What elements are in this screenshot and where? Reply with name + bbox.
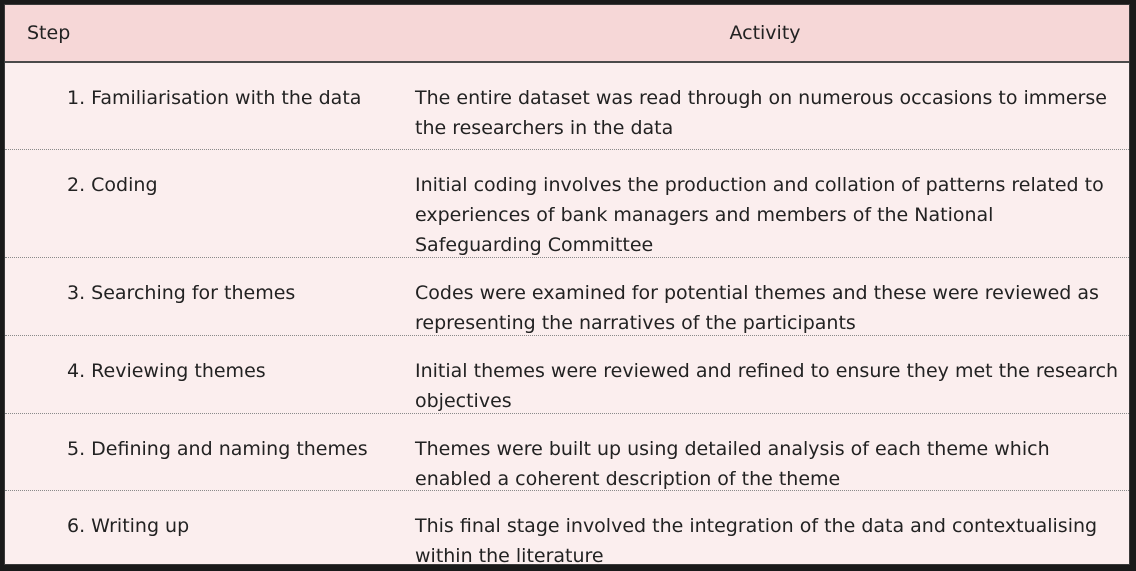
column-header-step: Step (27, 22, 71, 44)
table-header: Step Activity (5, 5, 1129, 63)
step-cell: 4. Reviewing themes (67, 360, 266, 382)
column-header-activity: Activity (729, 22, 801, 44)
table-row: 6. Writing up This final stage involved … (5, 491, 1129, 567)
activity-cell: The entire dataset was read through on n… (415, 87, 1107, 139)
step-cell: 2. Coding (67, 174, 158, 196)
table-row: 3. Searching for themes Codes were exami… (5, 258, 1129, 336)
activity-cell: Themes were built up using detailed anal… (415, 438, 1050, 490)
step-cell: 1. Familiarisation with the data (67, 87, 362, 109)
table-row: 2. Coding Initial coding involves the pr… (5, 150, 1129, 258)
table-row: 4. Reviewing themes Initial themes were … (5, 336, 1129, 414)
activity-cell: Initial themes were reviewed and refined… (415, 360, 1119, 412)
step-cell: 3. Searching for themes (67, 282, 296, 304)
step-cell: 5. Defining and naming themes (67, 438, 368, 460)
step-cell: 6. Writing up (67, 515, 190, 537)
activity-cell: Codes were examined for potential themes… (415, 282, 1099, 334)
activity-cell: This final stage involved the integratio… (415, 515, 1098, 567)
thematic-analysis-table: Step Activity 1. Familiarisation with th… (4, 4, 1130, 567)
table-row: 1. Familiarisation with the data The ent… (5, 63, 1129, 150)
activity-cell: Initial coding involves the production a… (415, 174, 1104, 256)
table-row: 5. Defining and naming themes Themes wer… (5, 414, 1129, 491)
